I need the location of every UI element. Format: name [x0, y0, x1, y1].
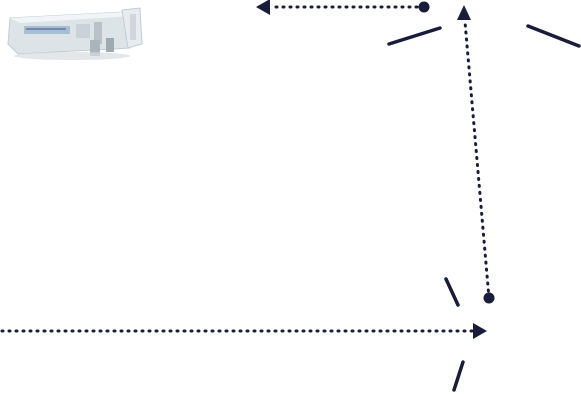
top-connector-dot [418, 1, 430, 13]
vertical-connector-arrow [457, 5, 495, 304]
tick-bottom-upper [444, 277, 460, 307]
tick-bottom-lower [452, 360, 465, 392]
tick-top-left [387, 26, 442, 46]
vertical-connector-dot [483, 292, 495, 304]
top-connector-arrowhead [256, 0, 270, 15]
bottom-connector-arrow [0, 323, 487, 339]
bottom-connector-arrowhead [473, 323, 487, 339]
machine-photo-icon [6, 4, 146, 62]
top-connector-arrow [256, 0, 430, 15]
vertical-connector-arrowhead [457, 5, 471, 20]
tick-top-right [526, 24, 581, 48]
